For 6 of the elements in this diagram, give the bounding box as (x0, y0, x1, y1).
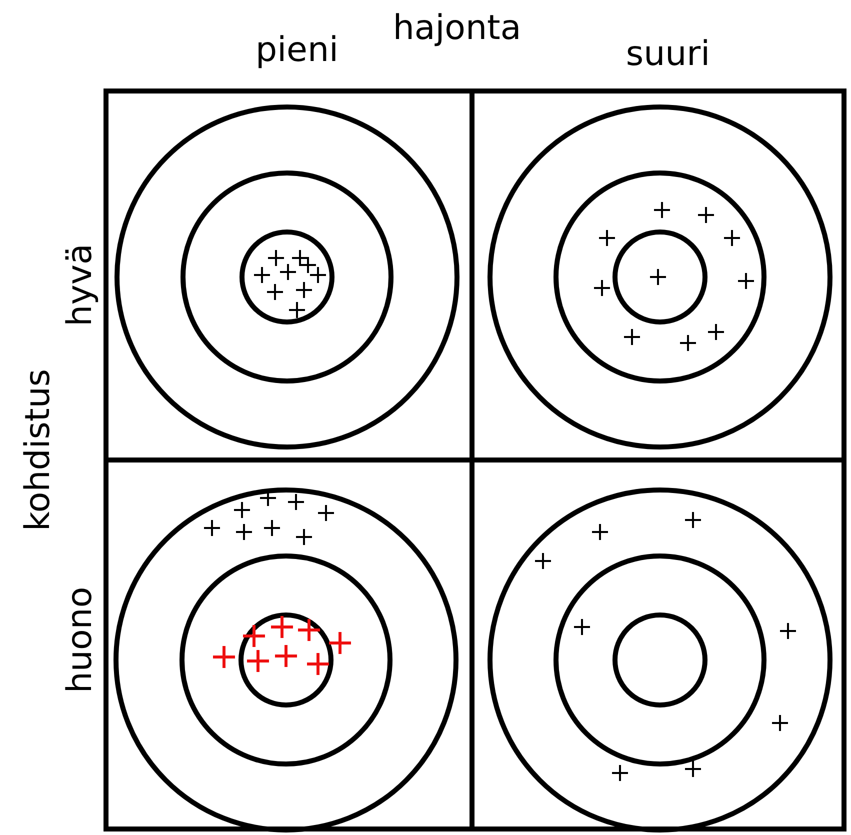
column-label: pieni (256, 33, 338, 67)
column-label: suuri (626, 37, 710, 71)
axis-title: hajonta (392, 11, 522, 45)
row-label: hyvä (63, 244, 97, 326)
axis-title: kohdistus (21, 368, 55, 532)
row-label: huono (63, 586, 97, 694)
